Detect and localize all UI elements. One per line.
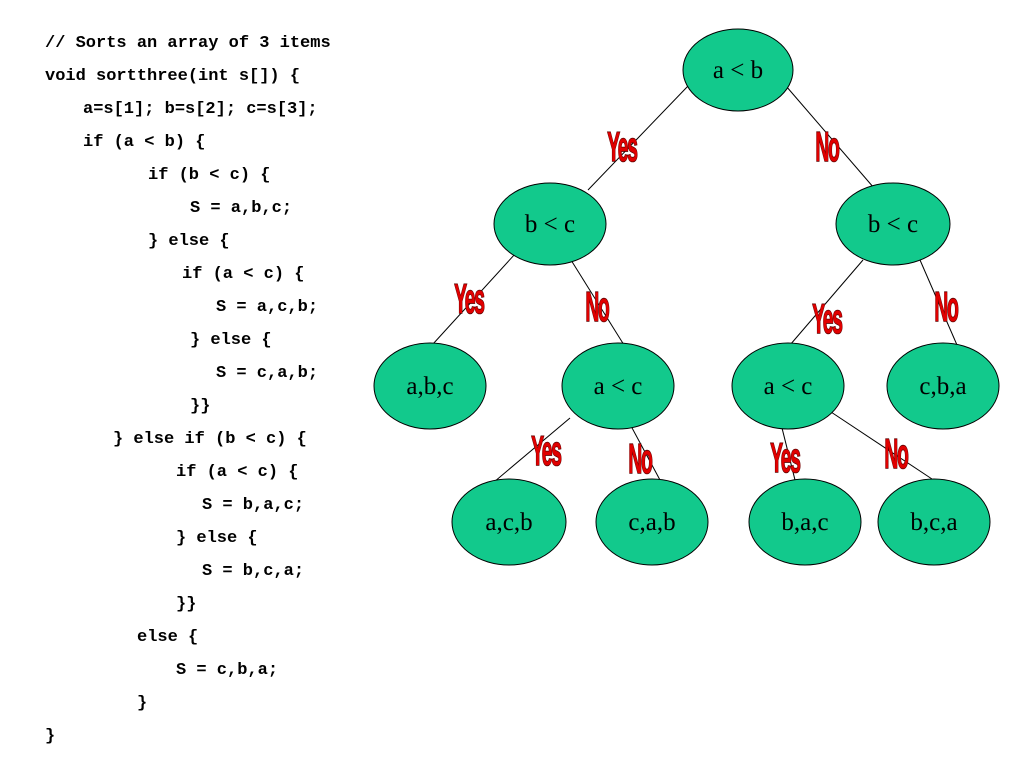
node-ellipse [731, 342, 845, 430]
no-edge-label: No [585, 284, 609, 330]
code-line: S = a,c,b; [216, 298, 319, 317]
tree-edge [785, 85, 875, 189]
code-line: // Sorts an array of 3 items [45, 34, 331, 53]
code-line: S = c,b,a; [176, 661, 279, 680]
tree-edge [587, 85, 689, 191]
tree-node-rl: a < c [731, 342, 845, 430]
tree-node-rlr: b,c,a [877, 478, 991, 566]
tree-edge [919, 259, 958, 346]
tree-node-l: b < c [493, 182, 607, 266]
node-label: c,a,b [628, 509, 675, 536]
code-listing: // Sorts an array of 3 items void sortth… [0, 0, 440, 768]
node-ellipse [373, 342, 487, 430]
tree-edge [432, 253, 516, 345]
code-line: }} [176, 595, 197, 614]
code-line: S = b,c,a; [202, 562, 305, 581]
node-ellipse [748, 478, 862, 566]
node-ellipse [595, 478, 709, 566]
node-ellipse [493, 182, 607, 266]
node-ellipse [835, 182, 951, 266]
node-label: a < b [713, 57, 763, 84]
yes-edge-label: Yes [812, 296, 842, 342]
no-edge-label: No [815, 124, 839, 170]
node-label: b,c,a [910, 509, 957, 536]
node-label: a < c [764, 373, 813, 400]
tree-node-r: b < c [835, 182, 951, 266]
tree-node-rr: c,b,a [886, 342, 1000, 430]
tree-node-lrr: c,a,b [595, 478, 709, 566]
code-line: S = b,a,c; [202, 496, 305, 515]
tree-node-lrl: a,c,b [451, 478, 567, 566]
code-line: } else { [176, 529, 258, 548]
tree-node-lr: a < c [561, 342, 675, 430]
tree-edges [432, 85, 958, 483]
no-edge-label: No [628, 436, 652, 482]
tree-node-ll: a,b,c [373, 342, 487, 430]
node-label: b < c [525, 211, 575, 238]
node-ellipse [451, 478, 567, 566]
code-line: } [45, 727, 56, 746]
code-line: S = a,b,c; [190, 199, 293, 218]
yes-edge-label: Yes [770, 435, 800, 481]
code-line: if (a < b) { [83, 133, 206, 152]
code-line: if (b < c) { [148, 166, 271, 185]
node-label: a,c,b [485, 509, 532, 536]
yes-edge-label: Yes [607, 124, 637, 170]
no-edge-label: No [884, 431, 908, 477]
tree-edge [781, 427, 796, 481]
node-label: b < c [868, 211, 918, 238]
code-line: } else { [148, 232, 230, 251]
code-line: void sortthree(int s[]) { [45, 67, 301, 86]
tree-edge [789, 259, 864, 346]
node-ellipse [561, 342, 675, 430]
node-label: b,a,c [781, 509, 828, 536]
tree-edge [493, 417, 571, 483]
tree-edge [570, 259, 625, 346]
code-line: else { [137, 628, 199, 647]
code-line: S = c,a,b; [216, 364, 319, 383]
tree-edge [827, 409, 933, 480]
no-edge-label: No [934, 284, 958, 330]
node-ellipse [886, 342, 1000, 430]
tree-node-root: a < b [682, 28, 794, 112]
node-ellipse [877, 478, 991, 566]
code-line: } else { [190, 331, 272, 350]
code-line: } else if (b < c) { [113, 430, 307, 449]
tree-nodes: a < b b < c b < c a,b,c a < c a < c c,b,a a,c,b… [373, 28, 1000, 566]
code-line: if (a < c) { [182, 265, 305, 284]
tree-edge [630, 425, 661, 481]
tree-node-rll: b,a,c [748, 478, 862, 566]
node-label: a,b,c [406, 373, 453, 400]
node-label: a < c [594, 373, 643, 400]
code-line: } [137, 694, 148, 713]
code-line: }} [190, 397, 211, 416]
code-line: if (a < c) { [176, 463, 299, 482]
code-line: a=s[1]; b=s[2]; c=s[3]; [83, 100, 318, 119]
yes-edge-label: Yes [531, 428, 561, 474]
node-ellipse [682, 28, 794, 112]
yes-edge-label: Yes [454, 276, 484, 322]
node-label: c,b,a [919, 373, 966, 400]
